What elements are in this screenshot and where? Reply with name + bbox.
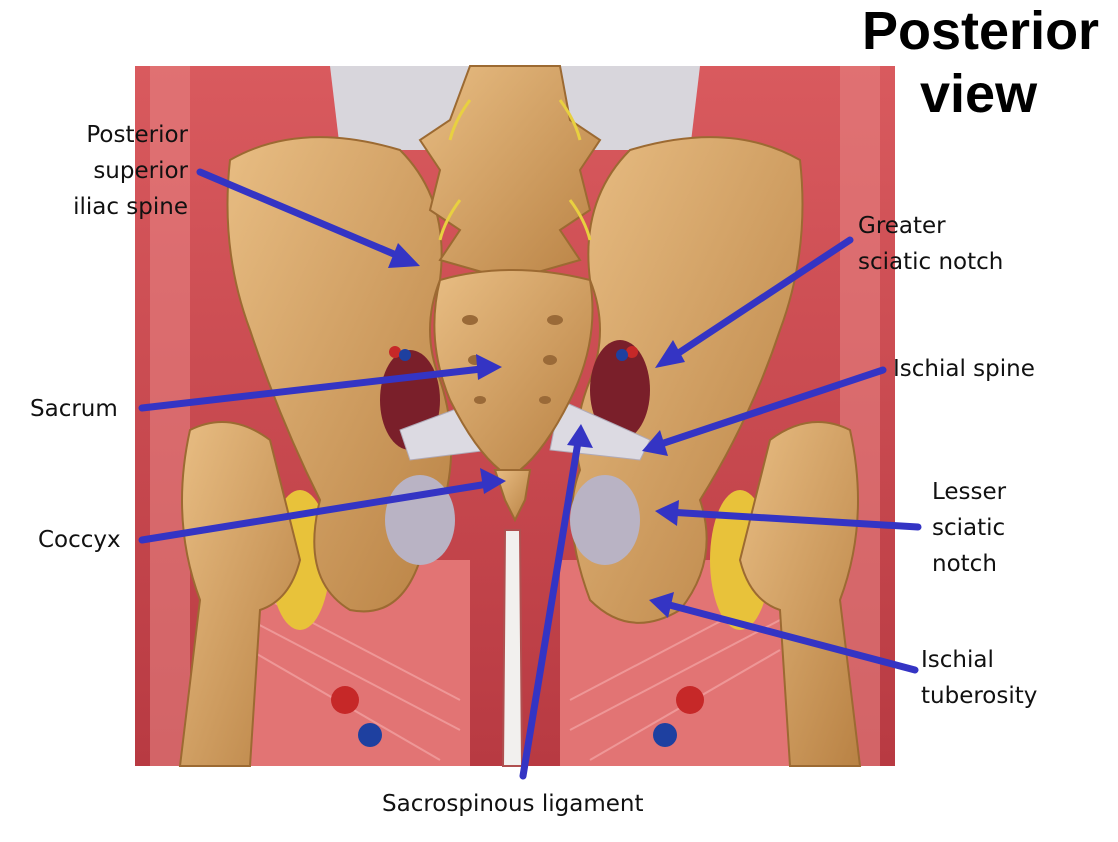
arrow-ischial-spine [651, 366, 887, 450]
label-ischial-tuberosity: Ischial tuberosity [921, 647, 1038, 709]
coccyx-bone [493, 469, 532, 523]
vessels [331, 99, 704, 747]
arrow-lesser-sciatic [664, 508, 922, 531]
label-greater-sciatic-notch: Greater sciatic notch [858, 213, 1004, 275]
arrow-sacrospinous [519, 432, 583, 780]
label-sacrospinous-ligament: Sacrospinous ligament [382, 791, 644, 817]
label-sacrum: Sacrum [30, 396, 118, 422]
arrow-coccyx [138, 479, 498, 544]
arrow-psis [196, 168, 412, 264]
arrow-heads [388, 243, 685, 618]
sacrum-bone [433, 269, 594, 471]
arrow-sacrum [138, 364, 494, 412]
arrow-ischial-tuberosity [658, 599, 919, 674]
pointer-arrows [138, 168, 922, 780]
title-line-2: view [920, 64, 1038, 124]
label-coccyx: Coccyx [38, 527, 121, 553]
title-line-1: Posterior [862, 1, 1100, 61]
arrow-greater-sciatic [664, 236, 854, 364]
label-ischial-spine: Ischial spine [893, 356, 1035, 382]
label-posterior-superior-iliac-spine: Posterior superior iliac spine [73, 122, 188, 220]
label-lesser-sciatic-notch: Lesser sciatic notch [932, 479, 1007, 577]
lumbar-spine [418, 65, 602, 282]
gluteal-cleft [501, 529, 524, 767]
femurs [178, 421, 862, 767]
